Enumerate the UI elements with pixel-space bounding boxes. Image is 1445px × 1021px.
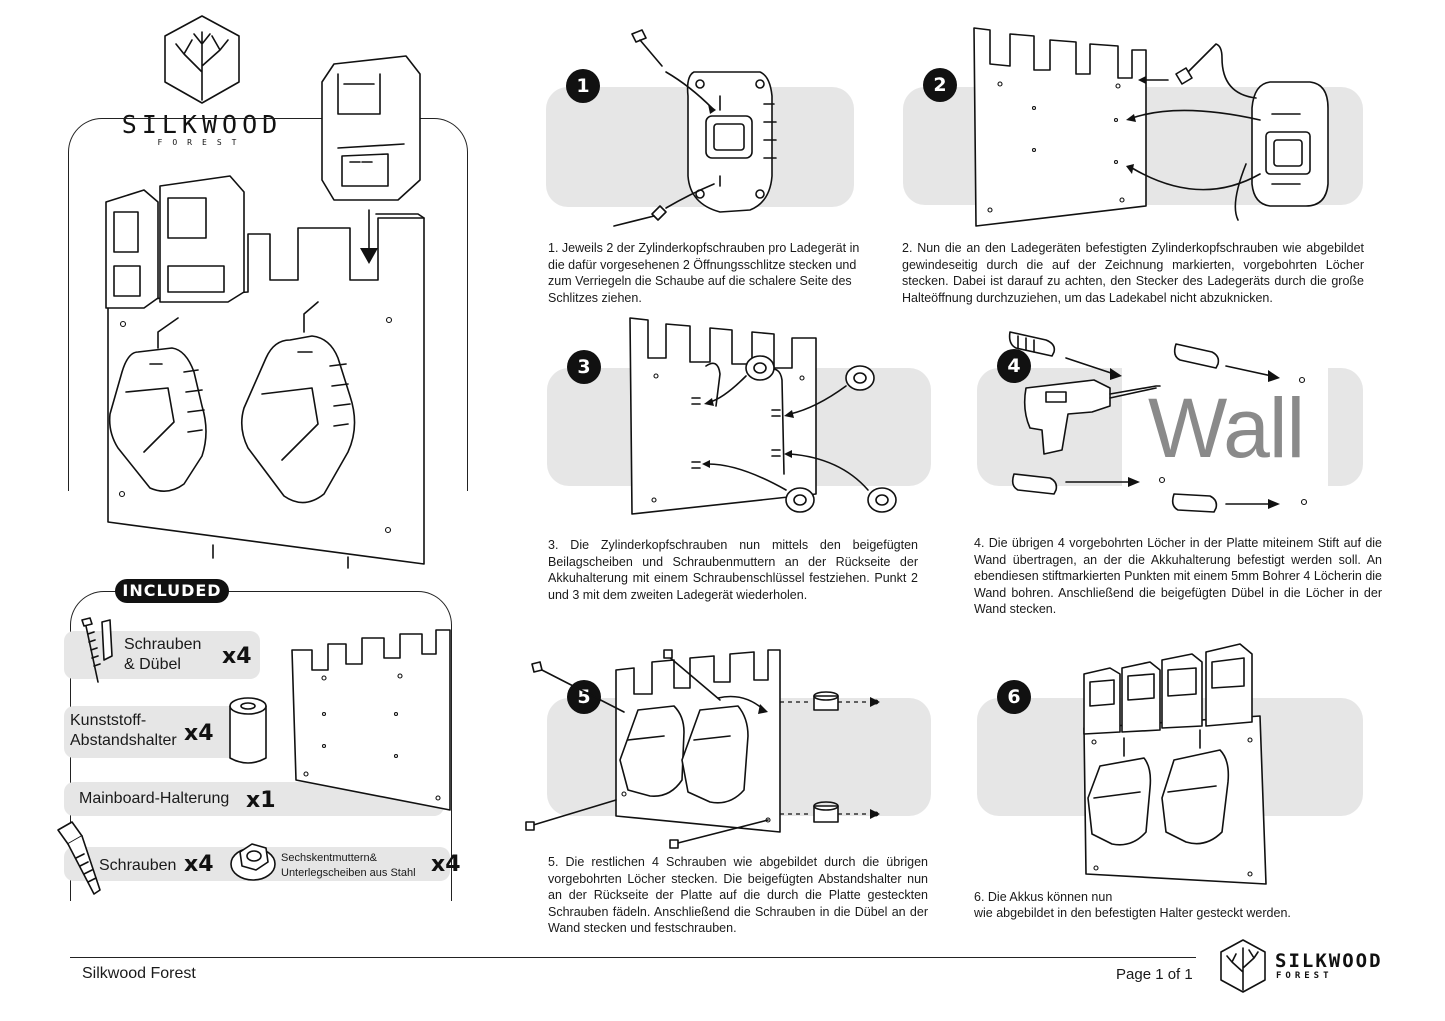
step-3-back-board-illustration (629, 317, 897, 515)
footer-company-name: Silkwood Forest (82, 965, 196, 982)
hex-nut-icon (230, 843, 276, 881)
step-4-wall-label: Wall (1148, 381, 1305, 475)
step-6-text-line-1: 6. Die Akkus können nun (974, 890, 1113, 904)
hero-assembly-illustration (105, 55, 425, 569)
step-5-text: 5. Die restlichen 4 Schrauben wie abgebi… (548, 855, 928, 935)
step-6-final-result-illustration (1083, 643, 1267, 885)
bolt-icon (57, 821, 101, 895)
included-mainboard-label: Mainboard-Halterung (79, 790, 230, 807)
footer-silkwood-logo-icon (1220, 939, 1266, 993)
included-screws-label-2: & Dübel (124, 656, 181, 673)
brand-subtitle: FOREST (157, 138, 247, 147)
included-spacers-label-1: Kunststoff- (70, 712, 147, 729)
step-2-number: 2 (923, 68, 957, 102)
brand-name: SILKWOOD (121, 110, 283, 139)
included-nuts-label-1: Sechskentmuttern& (281, 852, 377, 864)
footer-page-number: Page 1 of 1 (1116, 966, 1193, 983)
step-4-text: 4. Die übrigen 4 vorgebohrten Löcher in … (974, 536, 1382, 616)
included-tag: INCLUDED (115, 579, 229, 603)
step-4-drill-and-dowels-illustration (1008, 331, 1308, 513)
step-1-charger-illustration (613, 29, 777, 227)
silkwood-tree-logo-icon (164, 15, 240, 104)
step-4-number: 4 (997, 349, 1031, 383)
hero-frame (68, 118, 468, 491)
footer-brand-name: SILKWOOD (1275, 950, 1383, 972)
step-1-number: 1 (566, 69, 600, 103)
included-row-screws-dowels (64, 631, 260, 679)
included-spacers-label-2: Abstandshalter (70, 732, 177, 749)
mainboard-plate-icon (291, 629, 451, 811)
included-nuts-qty: x4 (431, 852, 461, 877)
step-2-text: 2. Nun die an den Ladegeräten befestigte… (902, 241, 1364, 305)
step-3-text: 3. Die Zylinderkopfschrauben nun mittels… (548, 538, 918, 602)
included-nuts-label-2: Unterlegscheiben aus Stahl (281, 867, 416, 879)
footer-brand-subtitle: FOREST (1276, 971, 1333, 981)
spacer-icon (229, 697, 267, 764)
included-bolts-qty: x4 (184, 852, 214, 877)
screw-and-dowel-icon (81, 617, 113, 683)
step-6-number: 6 (997, 680, 1031, 714)
step-3-number: 3 (567, 350, 601, 384)
step-6-text-line-2: wie abgebildet in den befestigten Halter… (974, 906, 1291, 920)
footer-rule (70, 957, 1196, 959)
step-5-mounting-illustration (525, 649, 880, 849)
included-spacers-qty: x4 (184, 721, 214, 746)
step-2-board-illustration (973, 27, 1329, 227)
included-screws-qty: x4 (222, 644, 252, 669)
included-mainboard-qty: x1 (246, 788, 276, 813)
included-screws-label-1: Schrauben (124, 636, 202, 653)
step-1-text: 1. Jeweils 2 der Zylinderkopfschrauben p… (548, 241, 860, 305)
included-bolts-label: Schrauben (99, 857, 177, 874)
